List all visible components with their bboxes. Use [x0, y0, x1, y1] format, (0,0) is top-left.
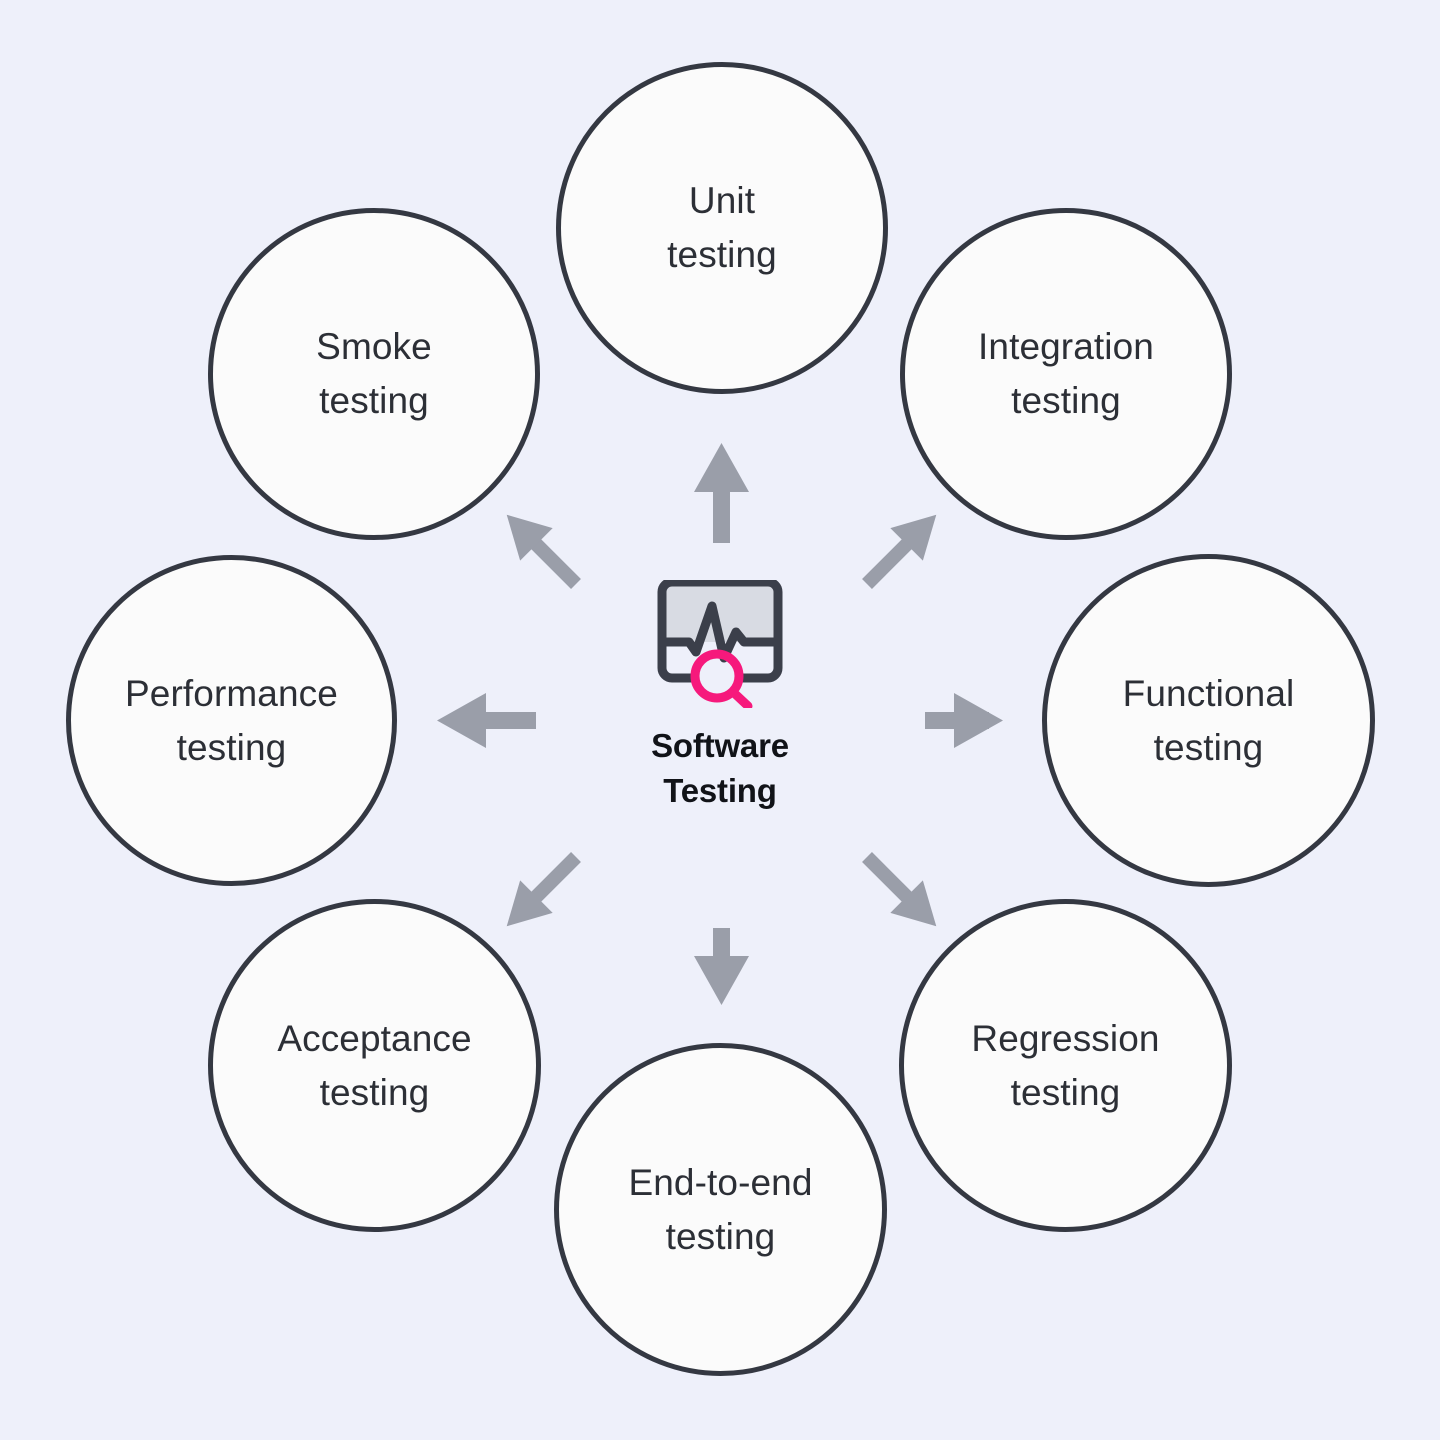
node-label-acceptance-testing: Acceptance testing	[277, 1017, 472, 1113]
monitor-outline	[657, 580, 783, 683]
node-integration-testing[interactable]: Integration testing	[900, 208, 1232, 540]
center-hub: Software Testing	[570, 580, 870, 840]
node-performance-testing[interactable]: Performance testing	[66, 555, 397, 886]
node-functional-testing[interactable]: Functional testing	[1042, 554, 1375, 887]
magnifying-glass-icon	[690, 649, 753, 708]
node-label-smoke-testing: Smoke testing	[316, 326, 432, 421]
node-smoke-testing[interactable]: Smoke testing	[208, 208, 540, 540]
center-title: Software Testing	[651, 727, 789, 809]
arrow-down	[694, 928, 749, 1005]
arrow-left	[437, 693, 536, 748]
node-label-end-to-end-testing: End-to-end testing	[628, 1161, 813, 1257]
node-label-regression-testing: Regression testing	[971, 1017, 1160, 1113]
node-label-functional-testing: Functional testing	[1122, 672, 1295, 768]
arrow-down-right	[862, 852, 937, 927]
node-unit-testing[interactable]: Unit testing	[556, 62, 888, 394]
monitor-pulse-magnifier-icon	[657, 580, 783, 708]
monitor-screen	[662, 582, 778, 642]
node-label-integration-testing: Integration testing	[978, 326, 1154, 421]
node-label-unit-testing: Unit testing	[667, 180, 777, 275]
node-end-to-end-testing[interactable]: End-to-end testing	[554, 1043, 887, 1376]
node-label-performance-testing: Performance testing	[125, 672, 338, 768]
arrow-down-left	[506, 852, 581, 927]
arrow-up	[694, 443, 749, 543]
heartbeat-line	[657, 601, 783, 663]
arrow-right	[925, 693, 1003, 748]
node-acceptance-testing[interactable]: Acceptance testing	[208, 899, 541, 1232]
node-regression-testing[interactable]: Regression testing	[899, 899, 1232, 1232]
